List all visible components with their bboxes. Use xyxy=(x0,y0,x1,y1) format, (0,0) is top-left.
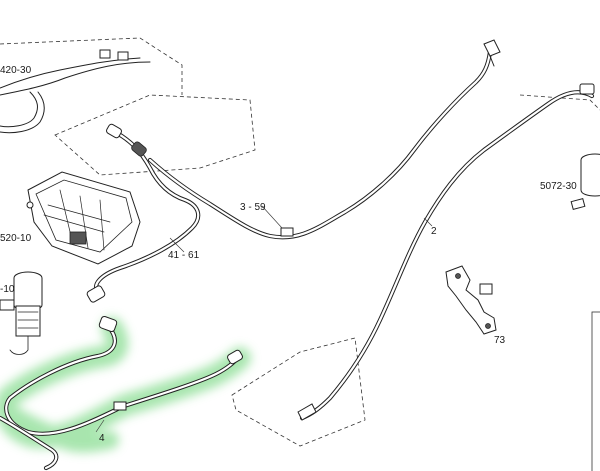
leader-4 xyxy=(95,419,105,433)
pipe-4 xyxy=(0,315,243,471)
connector-41c xyxy=(86,285,106,303)
label-420-30: 420-30 xyxy=(0,65,32,76)
pipe-3-59-inner xyxy=(148,50,492,239)
bracket-hole-1 xyxy=(455,273,461,279)
filter-bowl xyxy=(15,305,41,337)
leader-2 xyxy=(423,217,433,227)
pipe-b xyxy=(0,61,151,96)
leader-3-59 xyxy=(261,205,283,229)
label-3-59: 3 - 59 xyxy=(240,202,266,213)
pipe-4-connector-left xyxy=(98,315,118,333)
callout-box-top-left xyxy=(0,37,183,95)
pipe-2-outer xyxy=(299,90,595,421)
pipe-41-61 xyxy=(86,123,201,303)
bracket-hole-2 xyxy=(485,323,491,329)
pipe-2-end xyxy=(297,403,317,421)
pipe-3-59 xyxy=(147,39,501,240)
pipe-c xyxy=(0,91,38,128)
filter-lines xyxy=(17,311,39,329)
pipe-4-connector-right xyxy=(227,349,243,365)
connector-41b xyxy=(131,141,147,157)
connector-41a xyxy=(106,123,122,139)
filter-bracket xyxy=(0,299,15,311)
leader-lines xyxy=(95,205,433,433)
tank-bolt xyxy=(26,201,34,209)
tank-sender xyxy=(69,231,87,245)
bracket-body xyxy=(445,265,497,335)
bracket-73 xyxy=(445,265,497,335)
highlight-stroke-lower xyxy=(0,401,119,453)
callout-box-right xyxy=(519,94,600,111)
pipe-41-61-inner xyxy=(94,130,200,294)
highlight-glow xyxy=(0,317,251,453)
pipe-2-inner xyxy=(300,91,594,420)
label-41-61: 41 - 61 xyxy=(168,250,200,261)
canister-5072-30 xyxy=(570,153,600,211)
pipe-3-59-tip xyxy=(489,55,495,67)
label-4: 4 xyxy=(99,433,105,444)
right-edge-frame xyxy=(591,311,600,471)
label-73: 73 xyxy=(494,335,506,346)
pipe-3-59-outer xyxy=(147,49,493,240)
pipe-4-clip xyxy=(113,401,127,411)
clip-2 xyxy=(117,51,129,61)
clip-1 xyxy=(99,49,111,59)
tank-rim xyxy=(35,179,133,253)
pipe-3-59-end xyxy=(483,39,501,57)
labels: 420-30 520-10 -10 3 - 59 41 - 61 2 5072-… xyxy=(0,65,577,444)
label-filter: -10 xyxy=(0,284,15,295)
canister-part xyxy=(570,197,586,211)
callout-boxes xyxy=(0,37,600,447)
pipe-d xyxy=(0,91,45,134)
pipe-4-lower-inner xyxy=(0,416,58,470)
pipe-group-420-30 xyxy=(0,49,151,134)
callout-box-lower xyxy=(231,337,366,447)
label-2: 2 xyxy=(431,226,437,237)
canister-body xyxy=(580,160,600,197)
tank-ribs xyxy=(43,189,111,251)
pipe-4-inner xyxy=(5,324,240,435)
filter-drain xyxy=(9,335,29,355)
label-520-10: 520-10 xyxy=(0,233,32,244)
fuel-tank xyxy=(26,171,141,265)
label-5072-30: 5072-30 xyxy=(540,181,577,192)
pipe-2 xyxy=(297,83,595,421)
filter-body xyxy=(13,278,43,311)
bracket-clip xyxy=(479,283,493,295)
callout-box-center xyxy=(54,94,256,176)
pipe-2-connector xyxy=(579,83,595,95)
fuel-filter xyxy=(0,271,43,355)
pipe-3-59-clip xyxy=(280,227,294,237)
leader-41-61 xyxy=(169,237,185,253)
